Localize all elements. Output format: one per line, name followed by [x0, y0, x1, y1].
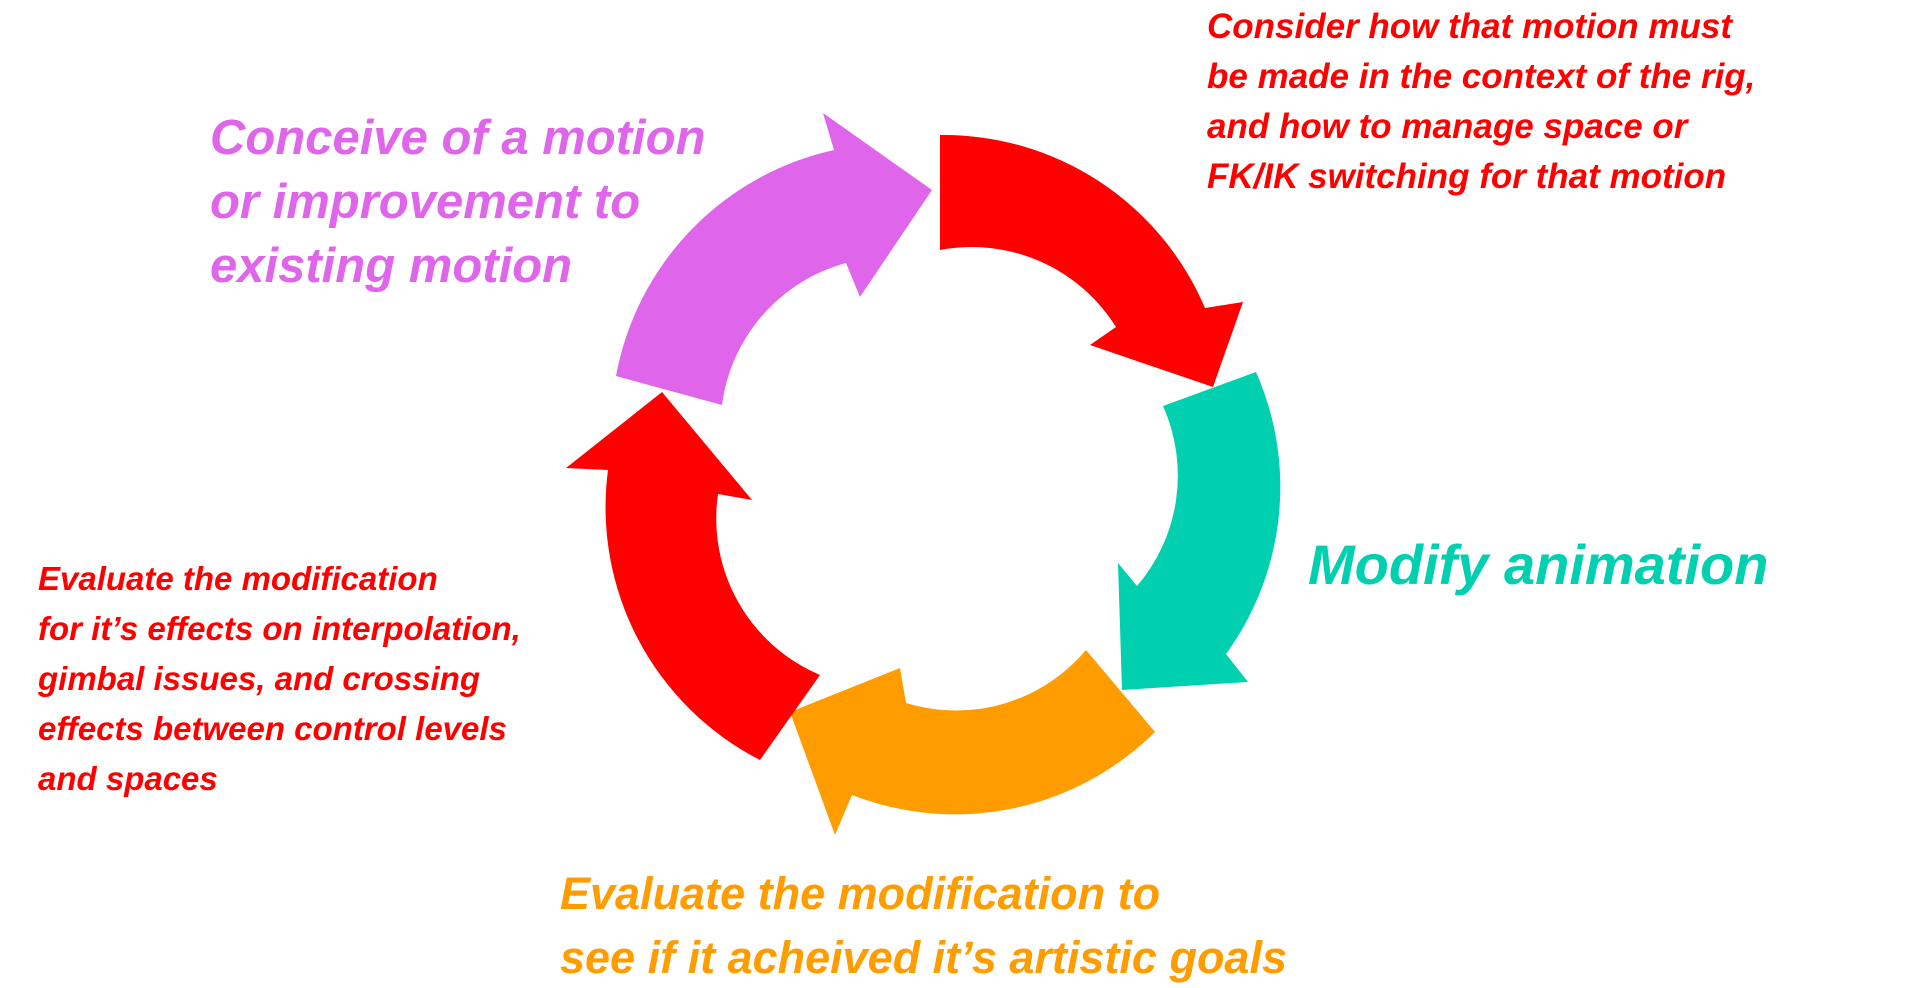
step-text-line: see if it acheived it’s artistic goals: [560, 932, 1287, 983]
step-text-line: Conceive of a motion: [210, 111, 706, 165]
step-text-line: Evaluate the modification to: [560, 868, 1161, 919]
step-text-line: or improvement to: [210, 175, 641, 229]
arrow-evaluate-technical: [566, 392, 820, 760]
step-label-conceive: Conceive of a motion or improvement to e…: [210, 106, 706, 298]
step-text-line: Modify animation: [1308, 533, 1769, 596]
step-text-line: existing motion: [210, 239, 573, 293]
step-label-modify: Modify animation: [1308, 530, 1768, 600]
step-text-line: and spaces: [38, 760, 218, 797]
arrow-evaluate-artistic: [790, 650, 1155, 835]
step-text-line: Consider how that motion must: [1207, 7, 1732, 46]
step-text-line: be made in the context of the rig,: [1207, 57, 1756, 96]
step-label-consider: Consider how that motion must be made in…: [1207, 2, 1755, 202]
step-label-evaluate-technical: Evaluate the modification for it’s effec…: [38, 554, 521, 804]
step-text-line: Evaluate the modification: [38, 560, 438, 597]
step-label-evaluate-artistic: Evaluate the modification to see if it a…: [560, 862, 1287, 988]
step-text-line: gimbal issues, and crossing: [38, 660, 480, 697]
arrow-conceive: [616, 113, 932, 405]
arrow-consider: [940, 134, 1243, 387]
step-text-line: for it’s effects on interpolation,: [38, 610, 521, 647]
arrow-modify: [1118, 372, 1281, 690]
step-text-line: FK/IK switching for that motion: [1207, 157, 1727, 196]
step-text-line: effects between control levels: [38, 710, 507, 747]
step-text-line: and how to manage space or: [1207, 107, 1688, 146]
